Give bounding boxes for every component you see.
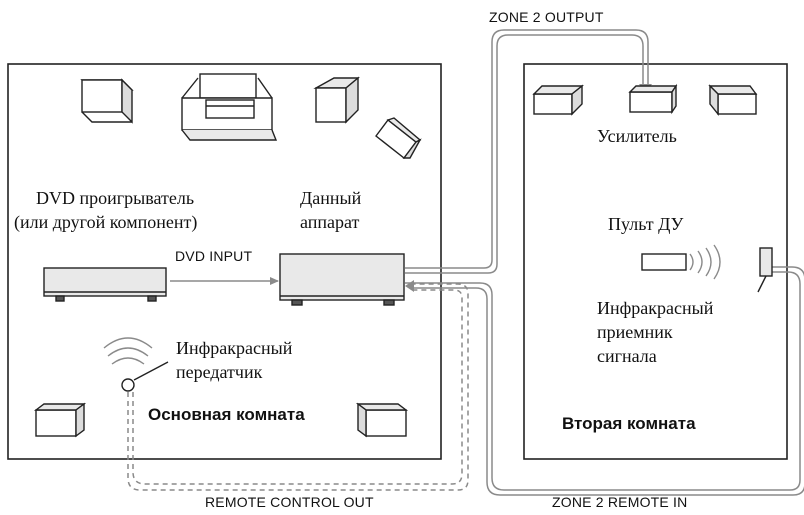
this-unit-device — [279, 253, 405, 306]
speaker-zone2-right — [708, 84, 758, 116]
dvd-input-label: DVD INPUT — [175, 248, 253, 264]
zone2-remote-in-arrowhead — [405, 280, 414, 292]
zone2-remote-in-label: ZONE 2 REMOTE IN — [552, 494, 688, 510]
speaker-front-left — [80, 78, 134, 124]
remote-control-out-cable — [127, 283, 469, 491]
speaker-zone2-left — [532, 84, 584, 116]
ir-transmitter-label-line1: Инфракрасный — [176, 338, 293, 358]
main-room-label: Основная комната — [148, 405, 305, 424]
dvd-player-device — [43, 267, 167, 302]
speaker-surround-right — [355, 402, 409, 438]
speaker-front-right — [313, 76, 360, 124]
dvd-player-label-line2: (или другой компонент) — [14, 212, 198, 232]
main-room-box — [7, 63, 442, 460]
ir-transmitter-label-line2: передатчик — [176, 362, 263, 382]
ir-transmitter-device — [103, 337, 169, 392]
zone2-output-label: ZONE 2 OUTPUT — [489, 9, 604, 25]
second-room-box — [523, 63, 788, 460]
remote-control-out-label: REMOTE CONTROL OUT — [205, 494, 374, 510]
this-unit-label-line1: Данный — [300, 188, 362, 208]
ir-receiver-label-line1: Инфракрасный — [597, 298, 714, 318]
remote-label: Пульт ДУ — [608, 214, 684, 234]
amplifier-label: Усилитель — [597, 126, 677, 146]
zone2-output-cable — [405, 29, 649, 274]
speaker-surround-left — [33, 402, 87, 438]
remote-control-device — [641, 244, 721, 280]
this-unit-label-line2: аппарат — [300, 212, 360, 232]
ir-receiver-label-line2: приемник — [597, 322, 673, 342]
ir-receiver-label-line3: сигнала — [597, 346, 657, 366]
speaker-center — [181, 73, 278, 141]
ir-receiver-device — [757, 247, 773, 293]
dvd-player-label-line1: DVD проигрыватель — [36, 188, 195, 208]
amplifier-device — [628, 83, 678, 115]
second-room-label: Вторая комната — [562, 414, 696, 433]
subwoofer — [375, 117, 422, 159]
